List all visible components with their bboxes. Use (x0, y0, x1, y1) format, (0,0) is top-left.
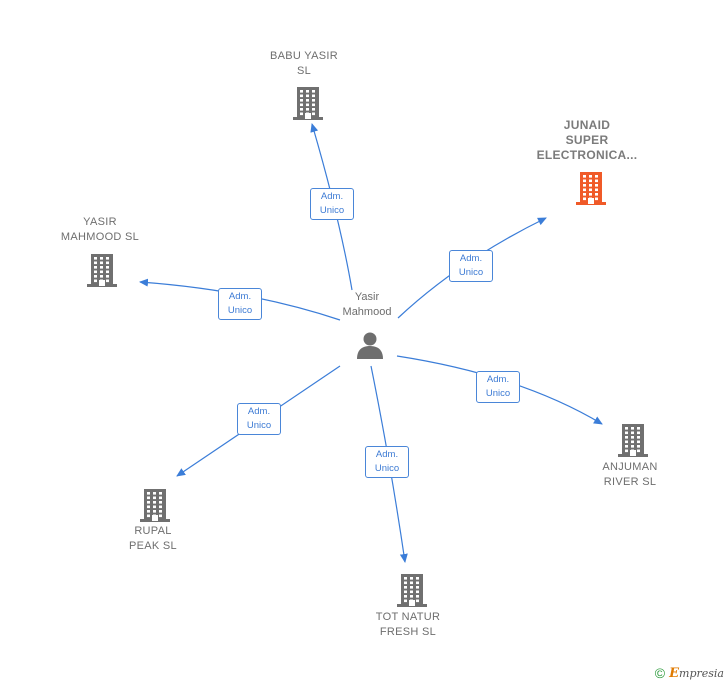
copyright-symbol: © (654, 665, 666, 681)
edge-label-type: Unico (227, 305, 253, 316)
building-icon[interactable] (138, 487, 172, 528)
edge-label-junaid[interactable]: Adm. Unico (449, 250, 493, 282)
building-icon[interactable] (574, 170, 608, 211)
brand-logo[interactable]: Empresia (669, 665, 724, 681)
edge-label-anjuman[interactable]: Adm. Unico (476, 371, 520, 403)
building-icon[interactable] (85, 252, 119, 293)
center-person-label[interactable]: Yasir Mahmood (342, 291, 392, 318)
company-label-rupal[interactable]: RUPAL PEAK SL (129, 525, 177, 552)
edge-label-role: Adm. (320, 191, 344, 202)
edge-label-type: Unico (485, 388, 511, 399)
edge-label-role: Adm. (375, 449, 399, 460)
building-icon[interactable] (616, 422, 650, 463)
company-label-babu[interactable]: BABU YASIR SL (269, 50, 338, 77)
edge-label-role: Adm. (247, 406, 271, 417)
edge-label-totnatur[interactable]: Adm. Unico (365, 446, 409, 478)
footer-brand: © Empresia (655, 665, 724, 681)
edge-label-role: Adm. (459, 253, 483, 264)
edge-label-type: Unico (374, 463, 400, 474)
company-label-totnatur[interactable]: TOT NATUR FRESH SL (375, 611, 441, 638)
person-icon[interactable] (355, 331, 385, 364)
company-label-junaid[interactable]: JUNAID SUPER ELECTRONICA... (536, 118, 638, 162)
edge-label-role: Adm. (228, 291, 252, 302)
edge-label-role: Adm. (486, 374, 510, 385)
company-label-yasir[interactable]: YASIR MAHMOOD SL (60, 216, 140, 243)
edge-label-babu[interactable]: Adm. Unico (310, 188, 354, 220)
edge-label-type: Unico (246, 420, 272, 431)
edge-label-type: Unico (458, 267, 484, 278)
edge-label-yasir[interactable]: Adm. Unico (218, 288, 262, 320)
building-icon[interactable] (291, 85, 325, 126)
edge-label-type: Unico (319, 205, 345, 216)
building-icon[interactable] (395, 572, 429, 613)
company-label-anjuman[interactable]: ANJUMAN RIVER SL (602, 461, 658, 488)
edge-label-rupal[interactable]: Adm. Unico (237, 403, 281, 435)
